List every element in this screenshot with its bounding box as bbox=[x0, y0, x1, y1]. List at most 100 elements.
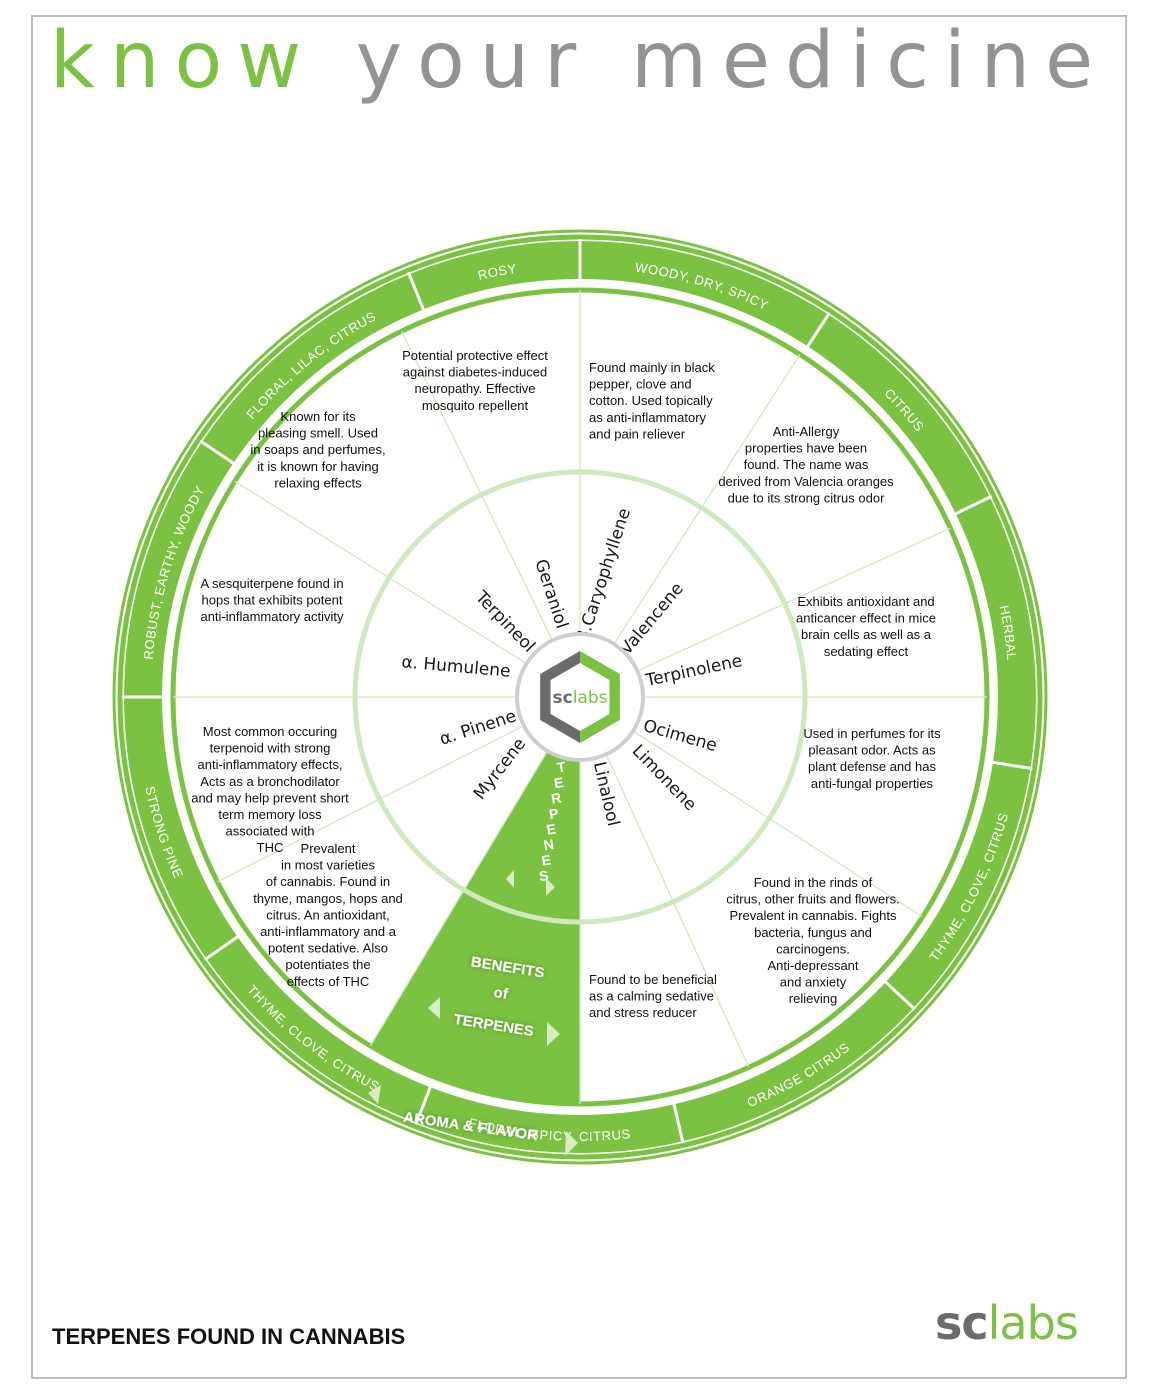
aroma-separator bbox=[883, 979, 916, 1011]
terpenes-letter: N bbox=[542, 836, 555, 853]
divider-line bbox=[400, 330, 554, 642]
logo-sc: sc bbox=[935, 1296, 989, 1350]
benefit-line: carcinogens. bbox=[776, 941, 850, 956]
aroma-separator bbox=[990, 760, 1033, 771]
benefit-line: properties have been bbox=[745, 441, 867, 456]
benefit-line: brain cells as well as a bbox=[801, 627, 932, 642]
benefit-line: relaxing effects bbox=[274, 475, 362, 490]
benefit-line: anti-fungal properties bbox=[811, 776, 934, 791]
benefit-line: it is known for having bbox=[257, 459, 378, 474]
divider-line bbox=[605, 753, 750, 1068]
benefit-line: of cannabis. Found in bbox=[266, 874, 390, 889]
benefit-line: anticancer effect in mice bbox=[796, 611, 936, 626]
benefit-line: bacteria, fungus and bbox=[754, 925, 872, 940]
divider-line bbox=[217, 724, 526, 883]
left-arrow-icon bbox=[506, 870, 514, 888]
benefit-text: Exhibits antioxidant and anticancer effec… bbox=[796, 594, 936, 659]
benefit-line: pleasant odor. Acts as bbox=[808, 743, 936, 758]
center-logo: sclabs bbox=[515, 632, 645, 762]
benefit-line: cotton. Used topically bbox=[589, 393, 713, 408]
benefit-line: Found to be beneficial bbox=[589, 972, 717, 987]
benefit-line: mosquito repellent bbox=[422, 398, 529, 413]
aroma-separator bbox=[407, 271, 426, 312]
benefit-line: Found mainly in black bbox=[589, 360, 715, 375]
benefit-line: Potential protective effect bbox=[402, 348, 548, 363]
highlight-wedge bbox=[370, 697, 580, 1104]
divider-line bbox=[234, 480, 528, 665]
terpenes-letter: T bbox=[556, 758, 567, 775]
terpenes-letter: P bbox=[548, 805, 560, 822]
right-arrow-icon bbox=[546, 878, 555, 896]
aroma-separator bbox=[203, 934, 241, 961]
divider-lines bbox=[122, 239, 1033, 1144]
title-know: know bbox=[49, 16, 316, 106]
benefit-line: Used in perfumes for its bbox=[803, 726, 941, 741]
terpenes-letter: S bbox=[538, 867, 550, 884]
benefit-line: and pain reliever bbox=[589, 426, 686, 441]
benefit-line: neuropathy. Effective bbox=[415, 381, 536, 396]
aroma-separator bbox=[414, 1084, 433, 1126]
benefit-line: Prevalent in cannabis. Fights bbox=[730, 908, 897, 923]
terpenes-letter: R bbox=[550, 789, 563, 806]
benefits-wedge bbox=[370, 697, 580, 1104]
benefit-line: anti-inflammatory activity bbox=[200, 609, 344, 624]
aroma-separator bbox=[805, 312, 831, 349]
benefit-line: due to its strong citrus odor bbox=[728, 490, 885, 505]
benefit-line: derived from Valencia oranges bbox=[718, 474, 894, 489]
benefit-line: Known for its bbox=[280, 409, 356, 424]
hex-inner bbox=[550, 663, 610, 731]
benefit-line: plant defense and has bbox=[808, 759, 936, 774]
benefit-line: effects of THC bbox=[287, 974, 370, 989]
benefit-line: against diabetes-induced bbox=[403, 365, 548, 380]
benefit-text: Potential protective effect against diabe… bbox=[402, 348, 548, 413]
benefit-line: A sesquiterpene found in bbox=[200, 576, 343, 591]
footer-title: TERPENES FOUND IN CANNABIS bbox=[52, 1324, 406, 1349]
left-arrow-icon bbox=[428, 997, 440, 1019]
center-logo-text: sclabs bbox=[553, 688, 608, 708]
divider-line bbox=[631, 729, 923, 918]
center-logo-sc: sc bbox=[553, 688, 573, 708]
benefit-line: Exhibits antioxidant and bbox=[797, 594, 934, 609]
benefit-line: found. The name was bbox=[744, 457, 869, 472]
benefit-line: potentiates the bbox=[285, 957, 370, 972]
benefit-line: terpenoid with strong bbox=[210, 741, 331, 756]
benefit-text: Found to be beneficial as a calming sedat… bbox=[589, 972, 717, 1020]
benefit-line: Prevalent bbox=[301, 841, 356, 856]
center-logo-labs: labs bbox=[573, 688, 608, 708]
benefit-line: pepper, clove and bbox=[589, 377, 692, 392]
benefit-line: sedating effect bbox=[824, 644, 909, 659]
terpenes-letter: E bbox=[553, 774, 565, 791]
benefit-line: in most varieties bbox=[281, 858, 375, 873]
benefit-line: Anti-Allergy bbox=[773, 424, 840, 439]
benefit-line: pleasing smell. Used bbox=[258, 426, 378, 441]
left-arrow-icon bbox=[368, 1085, 381, 1104]
aroma-band-gap bbox=[165, 282, 995, 1112]
benefit-line: as anti-inflammatory bbox=[589, 410, 707, 425]
benefit-line: anti-inflammatory effects, bbox=[198, 757, 343, 772]
benefit-text: Used in perfumes for its pleasant odor. A… bbox=[803, 726, 941, 791]
benefit-line: as a calming sedative bbox=[589, 989, 714, 1004]
benefit-line: in soaps and perfumes, bbox=[250, 442, 385, 457]
page-title: know your medicine bbox=[0, 22, 1158, 100]
benefit-line: relieving bbox=[789, 991, 837, 1006]
divider-line bbox=[636, 527, 951, 672]
terpenes-letter: E bbox=[545, 820, 557, 837]
benefit-line: Found in the rinds of bbox=[754, 875, 873, 890]
divider-line bbox=[612, 354, 801, 646]
divider-line bbox=[369, 749, 549, 1047]
benefit-line: term memory loss bbox=[218, 807, 322, 822]
benefit-line: Acts as a bronchodilator bbox=[200, 774, 340, 789]
terpenes-letter: E bbox=[540, 851, 552, 868]
benefit-line: citrus. An antioxidant, bbox=[266, 907, 390, 922]
benefits-label-2: of bbox=[492, 984, 510, 1003]
aroma-separator bbox=[199, 439, 236, 466]
benefit-line: THC bbox=[257, 840, 284, 855]
benefit-line: anti-inflammatory and a bbox=[260, 924, 397, 939]
benefit-line: associated with bbox=[226, 824, 315, 839]
